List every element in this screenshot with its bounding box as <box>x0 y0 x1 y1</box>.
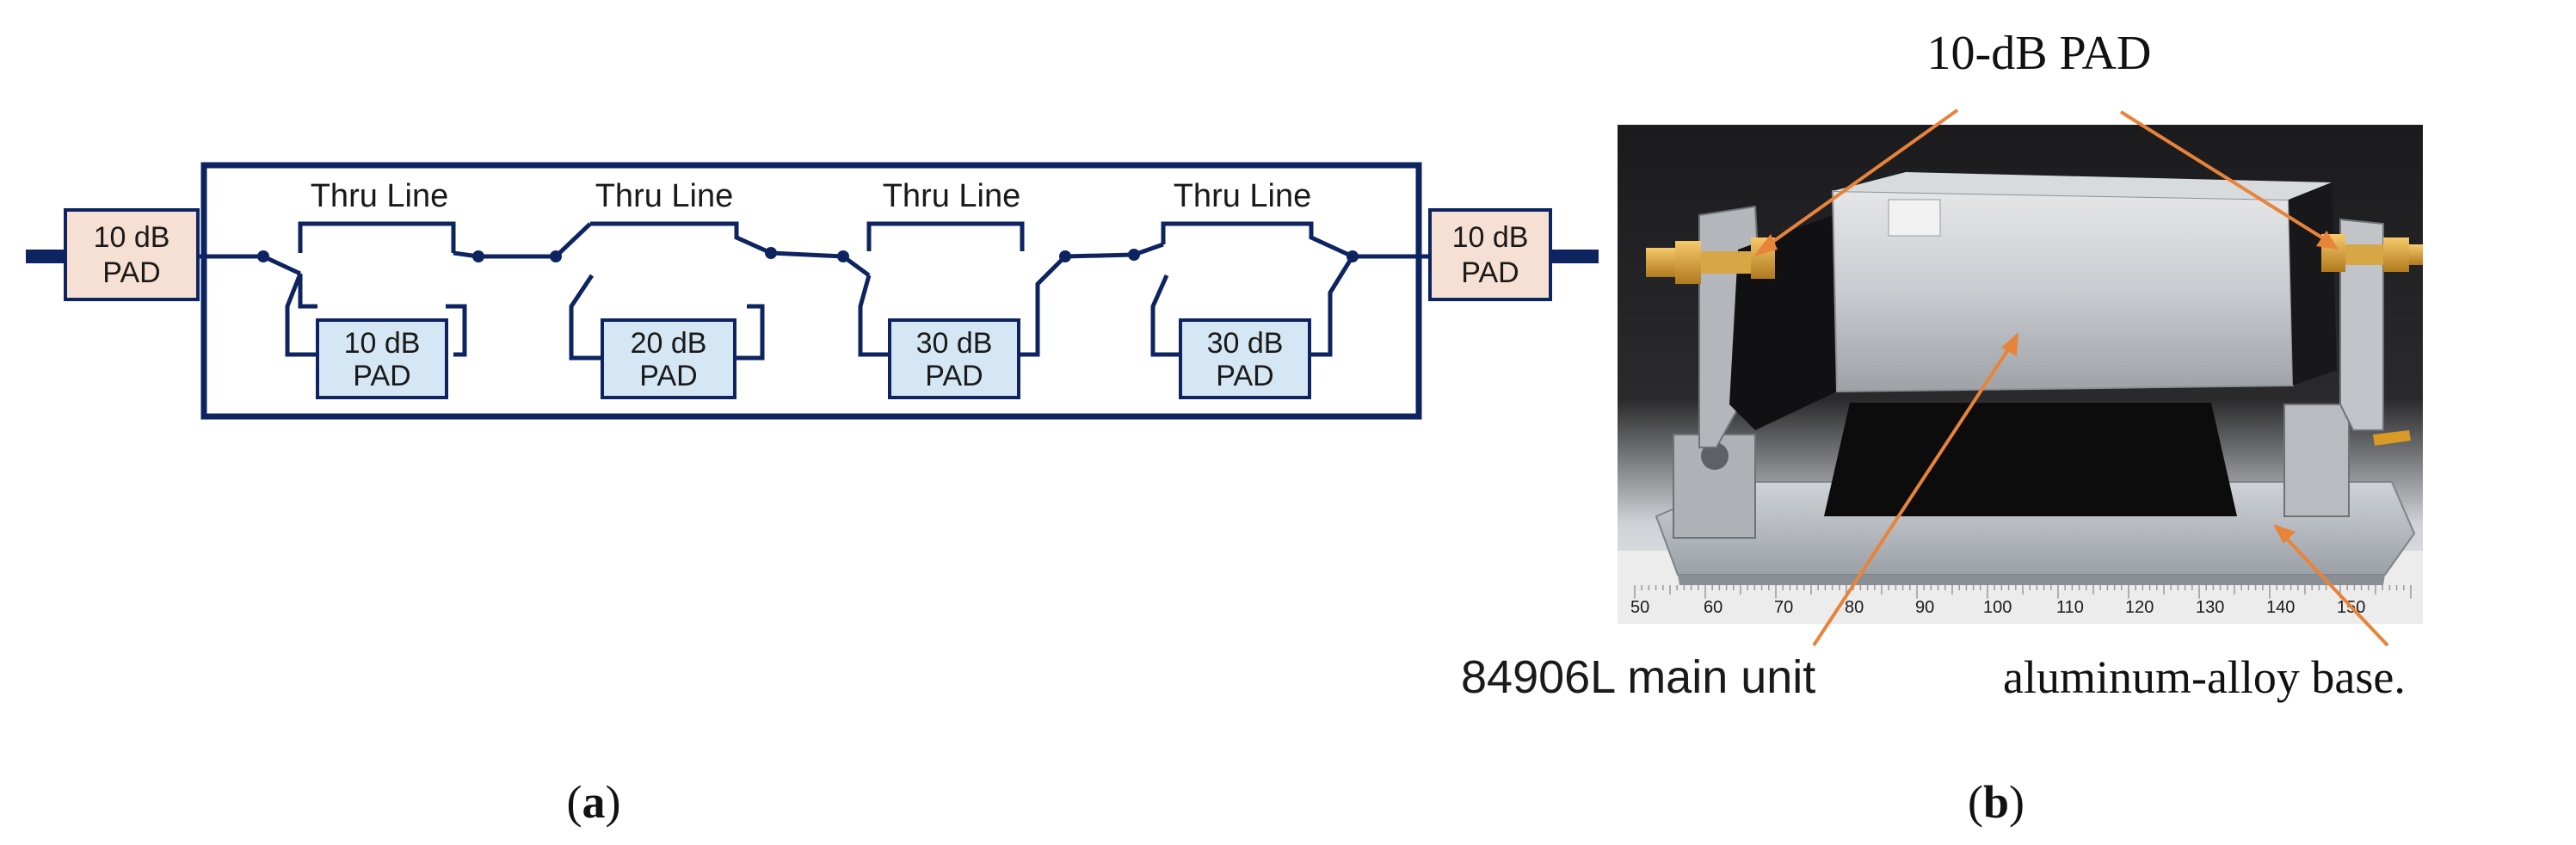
ruler-tick-0: 50 <box>1630 598 1649 617</box>
right-bracket <box>2339 218 2384 431</box>
thru-label-3: Thru Line <box>883 178 1021 214</box>
attenuator-frame <box>200 162 1422 420</box>
stage-3: Thru Line 30 dB PAD <box>841 178 1067 399</box>
pad-3-line1: 30 dB <box>916 327 993 360</box>
left-sma-connector <box>1646 237 1775 284</box>
pad-4 <box>1179 318 1311 399</box>
base-label: aluminum-alloy base. <box>2003 651 2406 703</box>
pad-2-line1: 20 dB <box>631 327 707 360</box>
ruler-tick-7: 120 <box>2125 598 2154 617</box>
panel-b-photo: 50 60 70 80 90 100 110 120 130 140 150 <box>1618 125 2423 624</box>
right-mount-block <box>2283 404 2350 517</box>
pad-4-line1: 30 dB <box>1207 327 1284 360</box>
pad-2-line2: PAD <box>639 360 697 392</box>
annotation-arrows <box>1753 108 2389 647</box>
caption-a-letter: a <box>582 776 606 828</box>
pad-3-line2: PAD <box>925 360 983 392</box>
main-unit-label: 84906L main unit <box>1461 651 1815 703</box>
thru-label-4: Thru Line <box>1174 178 1312 214</box>
stage-4: Thru Line 30 dB PAD <box>1133 178 1355 399</box>
output-pad: 10 dB PAD <box>1428 208 1552 301</box>
ruler-tick-5: 100 <box>1983 598 2012 617</box>
caption-b-letter: b <box>1983 776 2009 828</box>
ruler-tick-4: 90 <box>1915 598 1934 617</box>
thru-label-1: Thru Line <box>311 178 449 214</box>
ruler-tick-8: 130 <box>2196 598 2224 617</box>
input-pad-line1: 10 dB <box>94 221 170 254</box>
ruler-tick-2: 70 <box>1774 598 1793 617</box>
gold-strip <box>2373 430 2411 446</box>
output-pad-line1: 10 dB <box>1452 221 1529 254</box>
main-unit-black-end-right <box>2289 182 2337 385</box>
pad-3 <box>888 318 1020 399</box>
top-pad-label: 10-dB PAD <box>1927 27 2152 80</box>
ruler-tick-3: 80 <box>1845 598 1864 617</box>
ruler-tick-marks <box>1634 585 2412 599</box>
main-unit-black-end-left <box>1729 215 1837 430</box>
caption-b: (b) <box>1968 776 2024 828</box>
ruler-tick-1: 60 <box>1704 598 1722 617</box>
caption-a: (a) <box>567 776 621 828</box>
thru-label-2: Thru Line <box>595 178 734 214</box>
stage-1: Thru Line 10 dB PAD <box>285 178 479 399</box>
pad-1 <box>316 318 448 399</box>
output-pad-line2: PAD <box>1461 256 1519 289</box>
pad-1-line2: PAD <box>353 360 410 392</box>
main-unit-top-face <box>1833 172 2332 200</box>
pad-2 <box>601 318 736 399</box>
ruler-tick-6: 110 <box>2056 598 2084 617</box>
pad-1-line1: 10 dB <box>344 327 421 360</box>
black-spacer <box>1824 403 2237 516</box>
input-pad-line2: PAD <box>102 256 160 289</box>
pad-4-line2: PAD <box>1216 360 1273 392</box>
ruler-tick-9: 140 <box>2266 598 2295 617</box>
label-sticker <box>1888 199 1941 237</box>
signal-path <box>198 250 1430 276</box>
stage-2: Thru Line 20 dB PAD <box>554 178 773 399</box>
panel-a-schematic: 10 dB PAD <box>26 162 1599 420</box>
input-pad: 10 dB PAD <box>64 208 200 301</box>
